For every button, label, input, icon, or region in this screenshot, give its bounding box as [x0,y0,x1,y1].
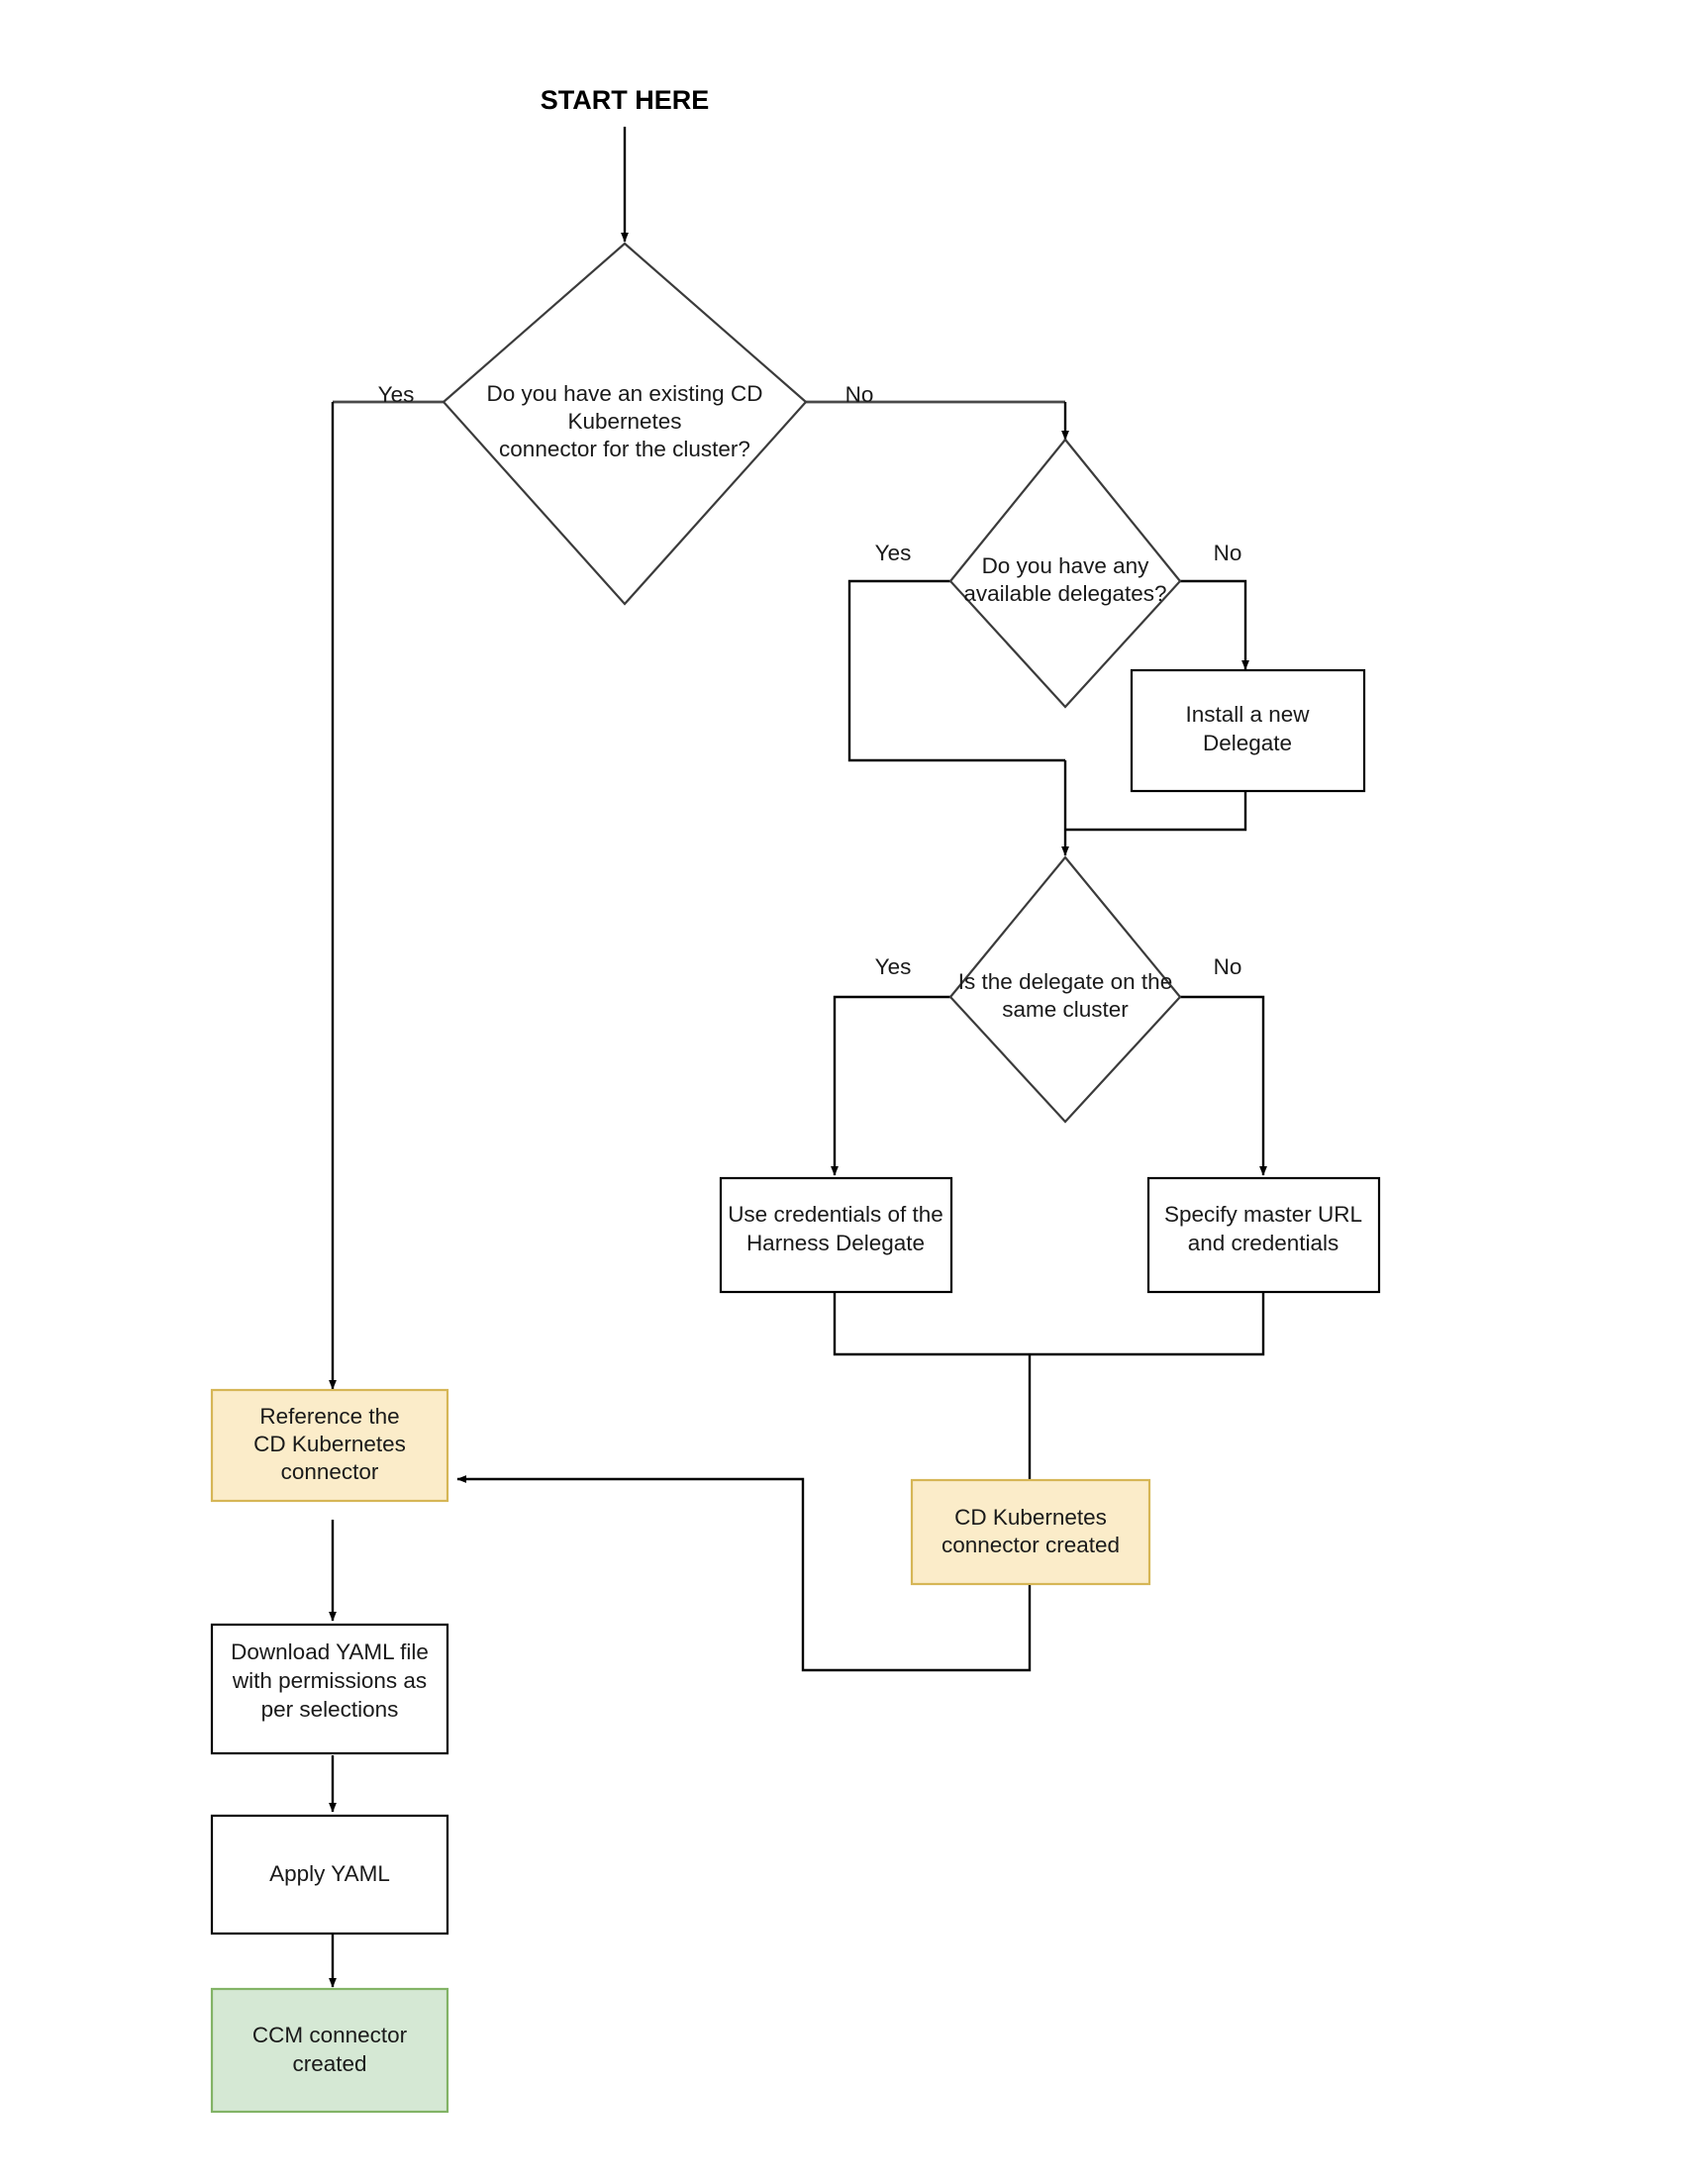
edge-d3-no-route [1180,995,1267,1176]
install-delegate-line-1: Install a new [1185,702,1310,727]
reference-connector-line-1: Reference the [259,1404,399,1429]
install-delegate-box [1130,668,1366,793]
start-here-label: START HERE [541,85,710,115]
node-specify-master-url[interactable]: Specify master URL and credentials [1146,1176,1381,1294]
cd-connector-created-line-1: CD Kubernetes [954,1505,1107,1530]
node-cd-connector-created[interactable]: CD Kubernetes connector created [910,1478,1151,1586]
reference-connector-line-3: connector [281,1459,379,1484]
diamond-1-line-2: Kubernetes [567,409,681,434]
decision-delegate-same-cluster[interactable]: Is the delegate on the same cluster [948,855,1182,1124]
reference-connector-box [210,1388,449,1503]
specify-master-url-box [1146,1176,1381,1294]
node-download-yaml[interactable]: Download YAML file with permissions as p… [210,1623,449,1755]
edge-label-d2-no: No [1214,541,1242,565]
use-credentials-line-1: Use credentials of the [728,1202,943,1227]
edge-cdcreated-to-reference [456,1475,1032,1672]
diamond-1-shape [442,242,808,606]
use-credentials-line-2: Harness Delegate [746,1231,925,1255]
edge-d2-yes-route [847,579,1065,762]
reference-connector-line-2: CD Kubernetes [253,1432,406,1456]
edge-label-d1-no: No [845,382,874,407]
use-credentials-box [719,1176,953,1294]
edge-usecred-to-center [833,1290,1030,1356]
node-apply-yaml[interactable]: Apply YAML [210,1814,449,1936]
diamond-1-line-1: Do you have an existing CD [487,381,763,406]
download-yaml-line-2: with permissions as [232,1668,427,1693]
edge-d2-no-route [1180,579,1249,670]
edge-label-d1-yes: Yes [378,382,415,407]
specify-master-url-line-1: Specify master URL [1164,1202,1362,1227]
cd-connector-created-line-2: connector created [942,1533,1120,1557]
diamond-2-line-2: available delegates? [963,581,1166,606]
ccm-connector-created-line-2: created [292,2051,366,2076]
apply-yaml-box [210,1814,449,1936]
diamond-2-line-1: Do you have any [982,553,1150,578]
decision-available-delegates[interactable]: Do you have any available delegates? [948,438,1182,709]
specify-master-url-line-2: and credentials [1188,1231,1339,1255]
download-yaml-box [210,1623,449,1755]
diamond-3-line-2: same cluster [1002,997,1129,1022]
node-ccm-connector-created[interactable]: CCM connector created [210,1987,449,2114]
cd-connector-created-box [910,1478,1151,1586]
node-use-harness-delegate-credentials[interactable]: Use credentials of the Harness Delegate [719,1176,953,1294]
diamond-3-shape [948,855,1182,1124]
node-reference-cd-connector[interactable]: Reference the CD Kubernetes connector [210,1388,449,1503]
edge-label-d3-no: No [1214,954,1242,979]
edge-label-d3-yes: Yes [875,954,912,979]
ccm-connector-created-line-1: CCM connector [252,2023,408,2047]
decision-existing-cd-connector[interactable]: Do you have an existing CD Kubernetes co… [442,242,808,606]
diamond-3-line-1: Is the delegate on the [958,969,1172,994]
download-yaml-line-1: Download YAML file [231,1639,429,1664]
diamond-1-line-3: connector for the cluster? [499,437,750,461]
edge-d3-yes-route [831,995,950,1176]
diamond-2-shape [948,438,1182,709]
edge-specify-to-center [1030,1290,1265,1356]
apply-yaml-line-1: Apply YAML [269,1861,390,1886]
download-yaml-line-3: per selections [261,1697,399,1722]
ccm-connector-created-box [210,1987,449,2114]
edge-label-d2-yes: Yes [875,541,912,565]
install-delegate-line-2: Delegate [1203,731,1292,755]
node-install-new-delegate[interactable]: Install a new Delegate [1130,668,1366,793]
edge-install-to-merge [1065,791,1247,832]
